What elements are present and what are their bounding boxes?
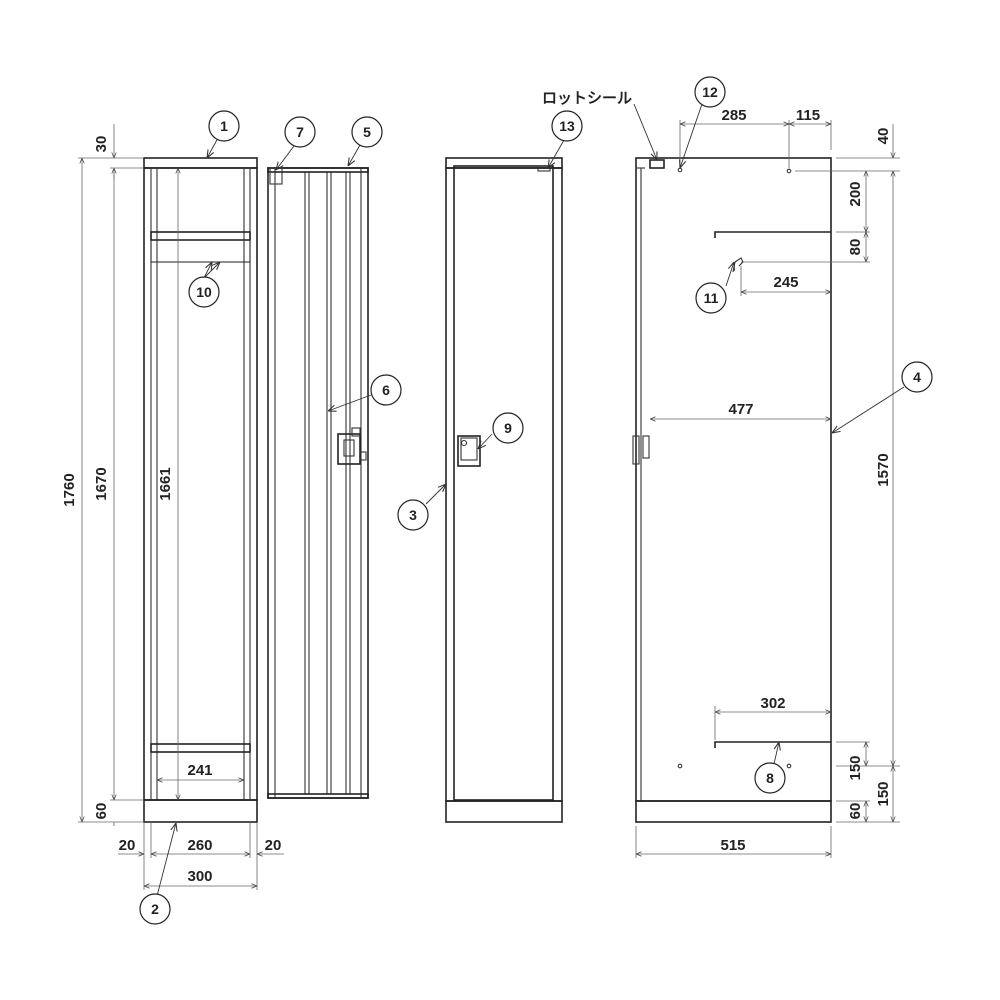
- dim-285: 285: [721, 107, 746, 124]
- svg-text:13: 13: [559, 118, 575, 134]
- callout-13: 13: [551, 110, 583, 142]
- side-dimensions: 285 115 40 200 80 245 477 1570 302 150 1…: [635, 107, 900, 858]
- hook-bar-top: [714, 231, 831, 238]
- closed-body: [445, 167, 563, 802]
- callout-10: 10: [188, 276, 220, 308]
- svg-text:4: 4: [913, 369, 921, 385]
- top-panel: [143, 157, 258, 169]
- dim-150-outer: 150: [875, 781, 892, 806]
- dim-1760: 1760: [61, 473, 78, 506]
- callout-12: 12: [694, 76, 726, 108]
- hanger-rail: [150, 239, 251, 263]
- dim-515: 515: [720, 837, 745, 854]
- dim-20-right: 20: [265, 837, 282, 854]
- callout-6: 6: [370, 374, 402, 406]
- top-shelf: [150, 231, 251, 241]
- callout-5: 5: [351, 116, 383, 148]
- dim-60: 60: [93, 803, 110, 820]
- side-lot-seal: [649, 159, 665, 169]
- svg-text:6: 6: [382, 382, 390, 398]
- dim-1570: 1570: [875, 453, 892, 486]
- callout-1: 1: [208, 110, 240, 142]
- dim-260: 260: [187, 837, 212, 854]
- dim-245: 245: [773, 274, 798, 291]
- side-base: [635, 800, 832, 823]
- callout-11: 11: [695, 282, 727, 314]
- dim-302: 302: [760, 695, 785, 712]
- side-panel: [635, 157, 832, 802]
- door-panel: [267, 167, 369, 799]
- door-inside-view: [267, 167, 369, 799]
- svg-text:2: 2: [151, 901, 159, 917]
- svg-text:8: 8: [766, 770, 774, 786]
- keyhole: [460, 439, 468, 447]
- front-open-view: [143, 157, 258, 823]
- callout-2: 2: [139, 893, 171, 925]
- dim-80: 80: [847, 239, 864, 256]
- callout-3: 3: [397, 499, 429, 531]
- dim-115: 115: [796, 107, 820, 124]
- base-plinth: [143, 799, 258, 823]
- closed-door: [453, 165, 554, 801]
- front-dimensions: 30 1760 1670 1661 60 241 20 260 20 300: [61, 124, 284, 890]
- svg-text:7: 7: [296, 124, 304, 140]
- dim-30: 30: [93, 136, 110, 153]
- closed-base: [445, 800, 563, 823]
- bottom-shelf: [150, 743, 251, 753]
- side-lock: [632, 435, 640, 465]
- callout-4: 4: [901, 361, 933, 393]
- lock-case: [337, 433, 361, 465]
- dim-1661: 1661: [157, 467, 174, 500]
- dim-60-side: 60: [847, 803, 864, 820]
- dim-150-inner: 150: [847, 755, 864, 780]
- dim-200: 200: [847, 181, 864, 206]
- dim-20-left: 20: [119, 837, 136, 854]
- callout-7: 7: [284, 116, 316, 148]
- dim-40: 40: [875, 128, 892, 145]
- hinge-bracket: [269, 167, 283, 185]
- dim-241: 241: [187, 762, 212, 779]
- front-closed-view: [445, 157, 563, 823]
- svg-text:9: 9: [504, 420, 512, 436]
- callout-9: 9: [492, 412, 524, 444]
- lot-seal-label: ロットシール: [542, 90, 632, 107]
- dim-477: 477: [728, 401, 753, 418]
- svg-text:5: 5: [363, 124, 371, 140]
- part-callouts: 1 2 3 4 5 6 7 8 9 10 11 12 13 ロットシール: [139, 76, 933, 925]
- svg-text:10: 10: [196, 284, 212, 300]
- coat-hook: [732, 257, 744, 273]
- svg-text:12: 12: [702, 84, 718, 100]
- svg-text:1: 1: [220, 118, 228, 134]
- rivet-hole: [677, 167, 683, 173]
- dim-1670: 1670: [93, 467, 110, 500]
- svg-text:3: 3: [409, 507, 417, 523]
- hook-bar-bottom: [714, 741, 831, 748]
- callout-8: 8: [754, 762, 786, 794]
- svg-text:11: 11: [704, 290, 719, 306]
- side-view: [632, 157, 832, 823]
- door-handle: [457, 435, 481, 467]
- dim-300: 300: [187, 868, 212, 885]
